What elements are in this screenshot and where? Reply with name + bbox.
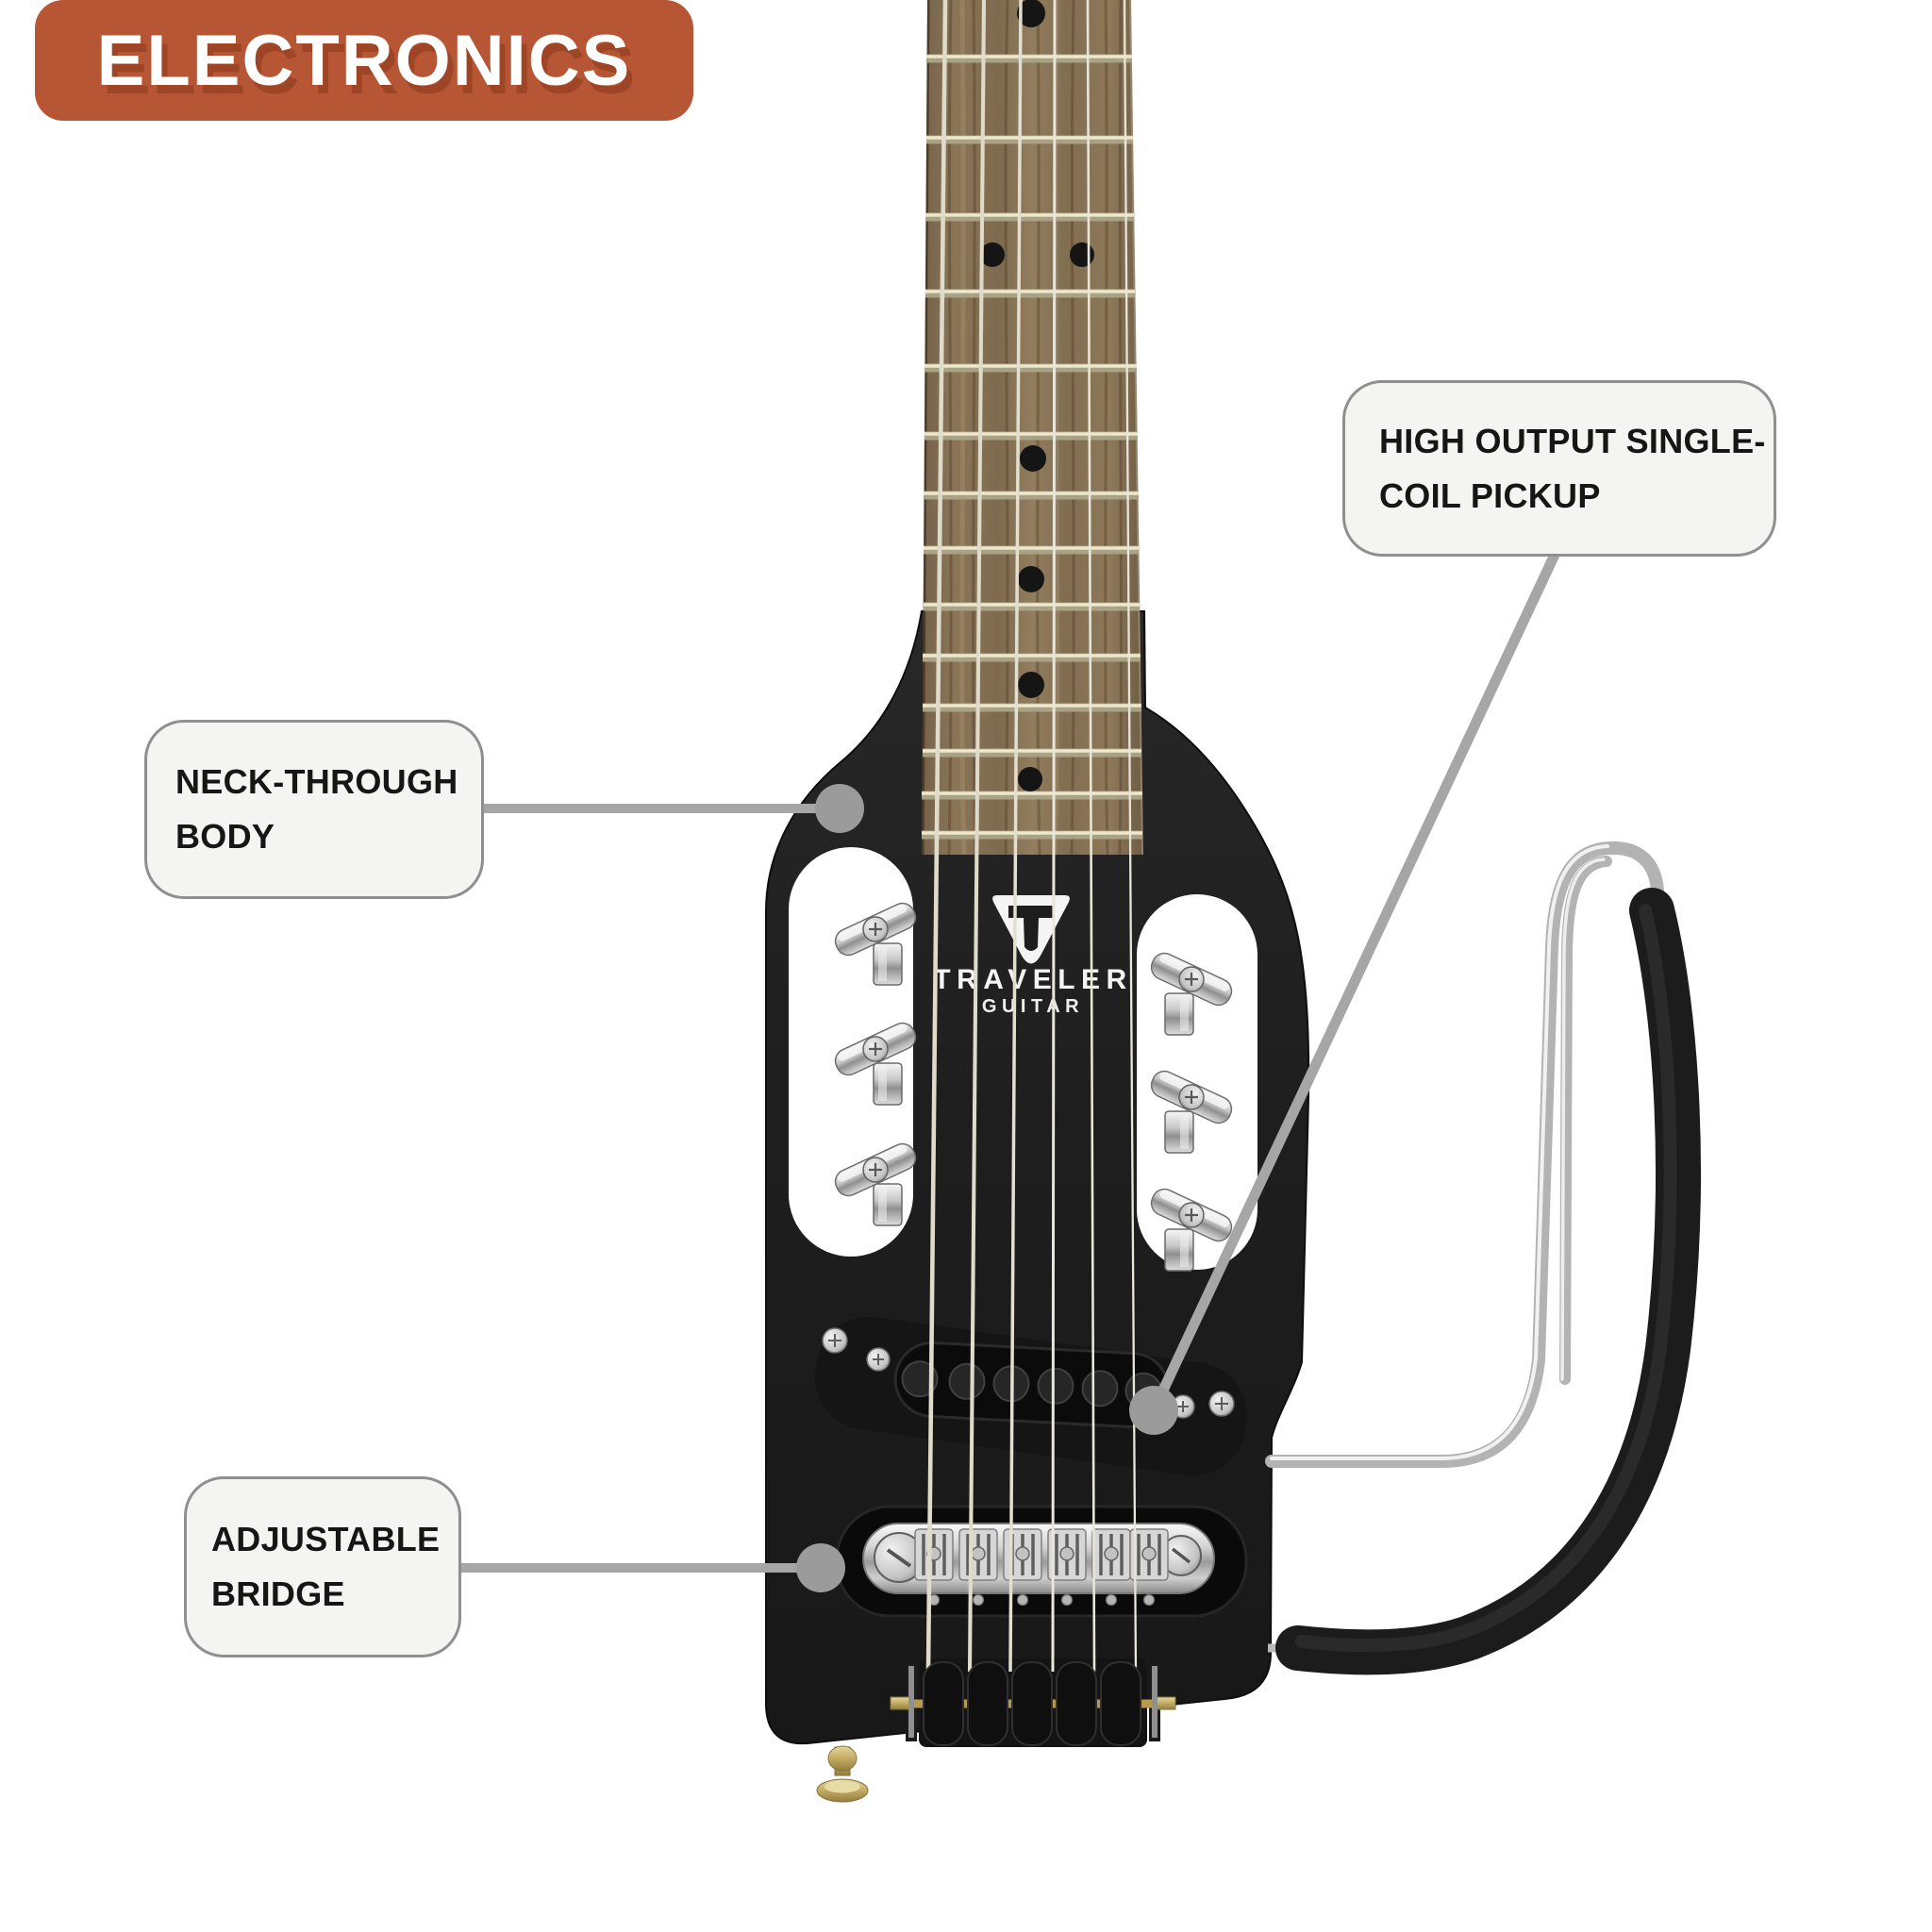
brand-name: TRAVELER bbox=[933, 964, 1132, 995]
pickup-screws bbox=[822, 1327, 1235, 1419]
fretboard bbox=[922, 0, 1143, 855]
callout-connectors bbox=[458, 552, 1559, 1592]
callout-dot-bridge bbox=[796, 1543, 845, 1592]
brand-sub-name: GUITAR bbox=[982, 996, 1084, 1017]
callout-box-pickup: HIGH OUTPUT SINGLE-COIL PICKUP bbox=[1342, 380, 1776, 557]
callout-label-pickup: HIGH OUTPUT SINGLE-COIL PICKUP bbox=[1379, 421, 1766, 515]
adjustable-bridge bbox=[835, 1505, 1248, 1618]
fret-lines bbox=[922, 54, 1142, 840]
callout-label-adjustable-bridge: ADJUSTABLE BRIDGE bbox=[211, 1520, 441, 1613]
string-retainer-rollers bbox=[923, 1661, 1141, 1746]
brand-logo: TRAVELER GUITAR bbox=[933, 895, 1132, 1017]
section-title: ELECTRONICS bbox=[96, 20, 632, 101]
single-coil-pickup bbox=[815, 1316, 1247, 1476]
callout-dot-neck bbox=[815, 784, 864, 833]
lap-rest-frame bbox=[1265, 841, 1701, 1675]
callout-box-neck-through: NECK-THROUGH BODY bbox=[144, 720, 484, 899]
callout-line-pickup bbox=[1149, 552, 1559, 1413]
callout-box-adjustable-bridge: ADJUSTABLE BRIDGE bbox=[184, 1476, 461, 1657]
lap-rest-foam bbox=[1275, 888, 1701, 1675]
pickup-pole-pieces bbox=[901, 1360, 1162, 1409]
callout-label-neck-through: NECK-THROUGH BODY bbox=[175, 762, 458, 856]
strings bbox=[925, 0, 1138, 1673]
bridge-saddles bbox=[914, 1528, 1169, 1607]
section-title-badge: ELECTRONICS bbox=[35, 0, 693, 121]
strap-pin bbox=[816, 1745, 869, 1803]
callout-dot-pickup bbox=[1129, 1386, 1178, 1435]
